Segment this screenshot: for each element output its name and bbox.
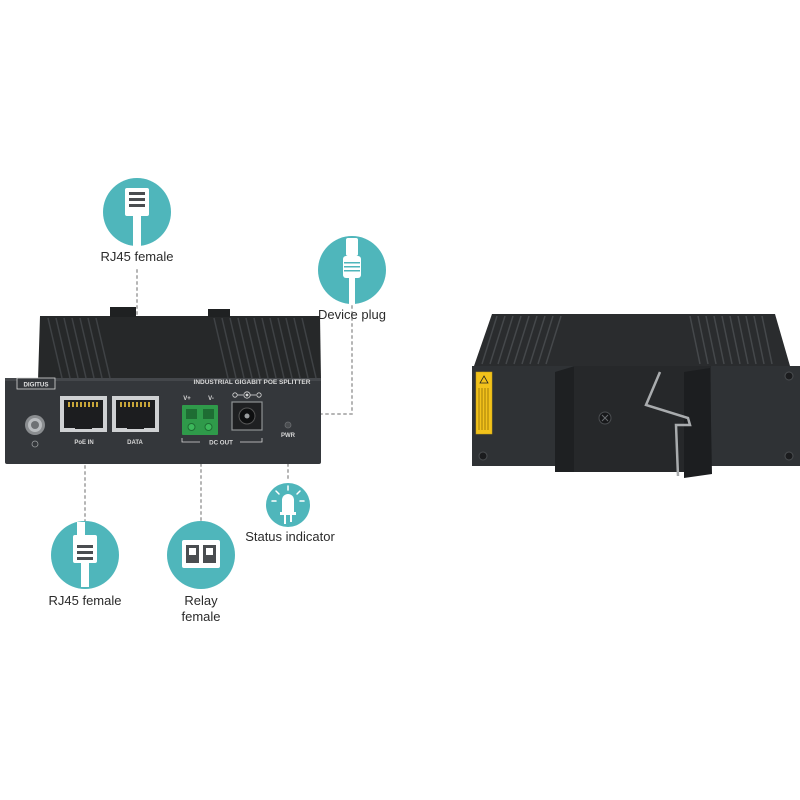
spring-wire <box>644 371 692 477</box>
port-label-data: DATA <box>127 440 143 446</box>
dc-out-label: DC OUT <box>209 440 233 447</box>
device-front-clip-left <box>110 307 136 317</box>
device-front: DIGITUS INDUSTRIAL GIGABIT POE SPLITTER … <box>5 307 321 464</box>
callout-label-relay-line1: Relay <box>184 593 218 608</box>
rj45-port-data <box>112 396 159 432</box>
warning-label <box>475 371 493 435</box>
dc-plug-icon <box>318 236 386 304</box>
pwr-label: PWR <box>281 433 296 439</box>
callout-label-device-plug: Device plug <box>318 307 386 322</box>
brand-logo-text: DIGITUS <box>23 382 48 389</box>
device-side-top <box>474 314 790 366</box>
terminal-label-vplus: V+ <box>183 396 191 402</box>
device-side-ribs <box>481 315 773 365</box>
relay-terminal-icon <box>167 521 235 589</box>
callout-label-rj45-top: RJ45 female <box>101 249 174 264</box>
led-light-icon <box>266 483 310 527</box>
device-front-clip-right <box>208 309 230 317</box>
ground-screw <box>25 415 45 448</box>
dc-out-bracket <box>181 438 263 443</box>
din-rail-clip <box>555 366 575 472</box>
port-label-poe-in: PoE IN <box>74 440 93 446</box>
rj45-connector-icon <box>51 521 119 589</box>
device-side <box>472 314 800 478</box>
clip-screw <box>598 411 612 425</box>
device-front-ribs <box>47 317 317 379</box>
rj45-connector-icon <box>103 178 171 246</box>
device-product-title: INDUSTRIAL GIGABIT POE SPLITTER <box>194 379 311 386</box>
callout-label-relay-line2: female <box>181 609 220 624</box>
rj45-port-poe-in <box>60 396 107 432</box>
callout-label-status-indicator: Status indicator <box>245 529 335 544</box>
dc-polarity-symbol <box>232 391 262 399</box>
terminal-block <box>182 405 218 435</box>
pwr-led <box>284 421 292 429</box>
device-front-face <box>5 378 321 464</box>
brand-logo <box>16 377 56 390</box>
callout-label-rj45-bottom: RJ45 female <box>49 593 122 608</box>
device-front-top <box>38 316 321 380</box>
din-rail-clip-right <box>684 368 712 478</box>
terminal-label-vminus: V- <box>208 396 214 402</box>
dc-jack <box>231 401 263 431</box>
